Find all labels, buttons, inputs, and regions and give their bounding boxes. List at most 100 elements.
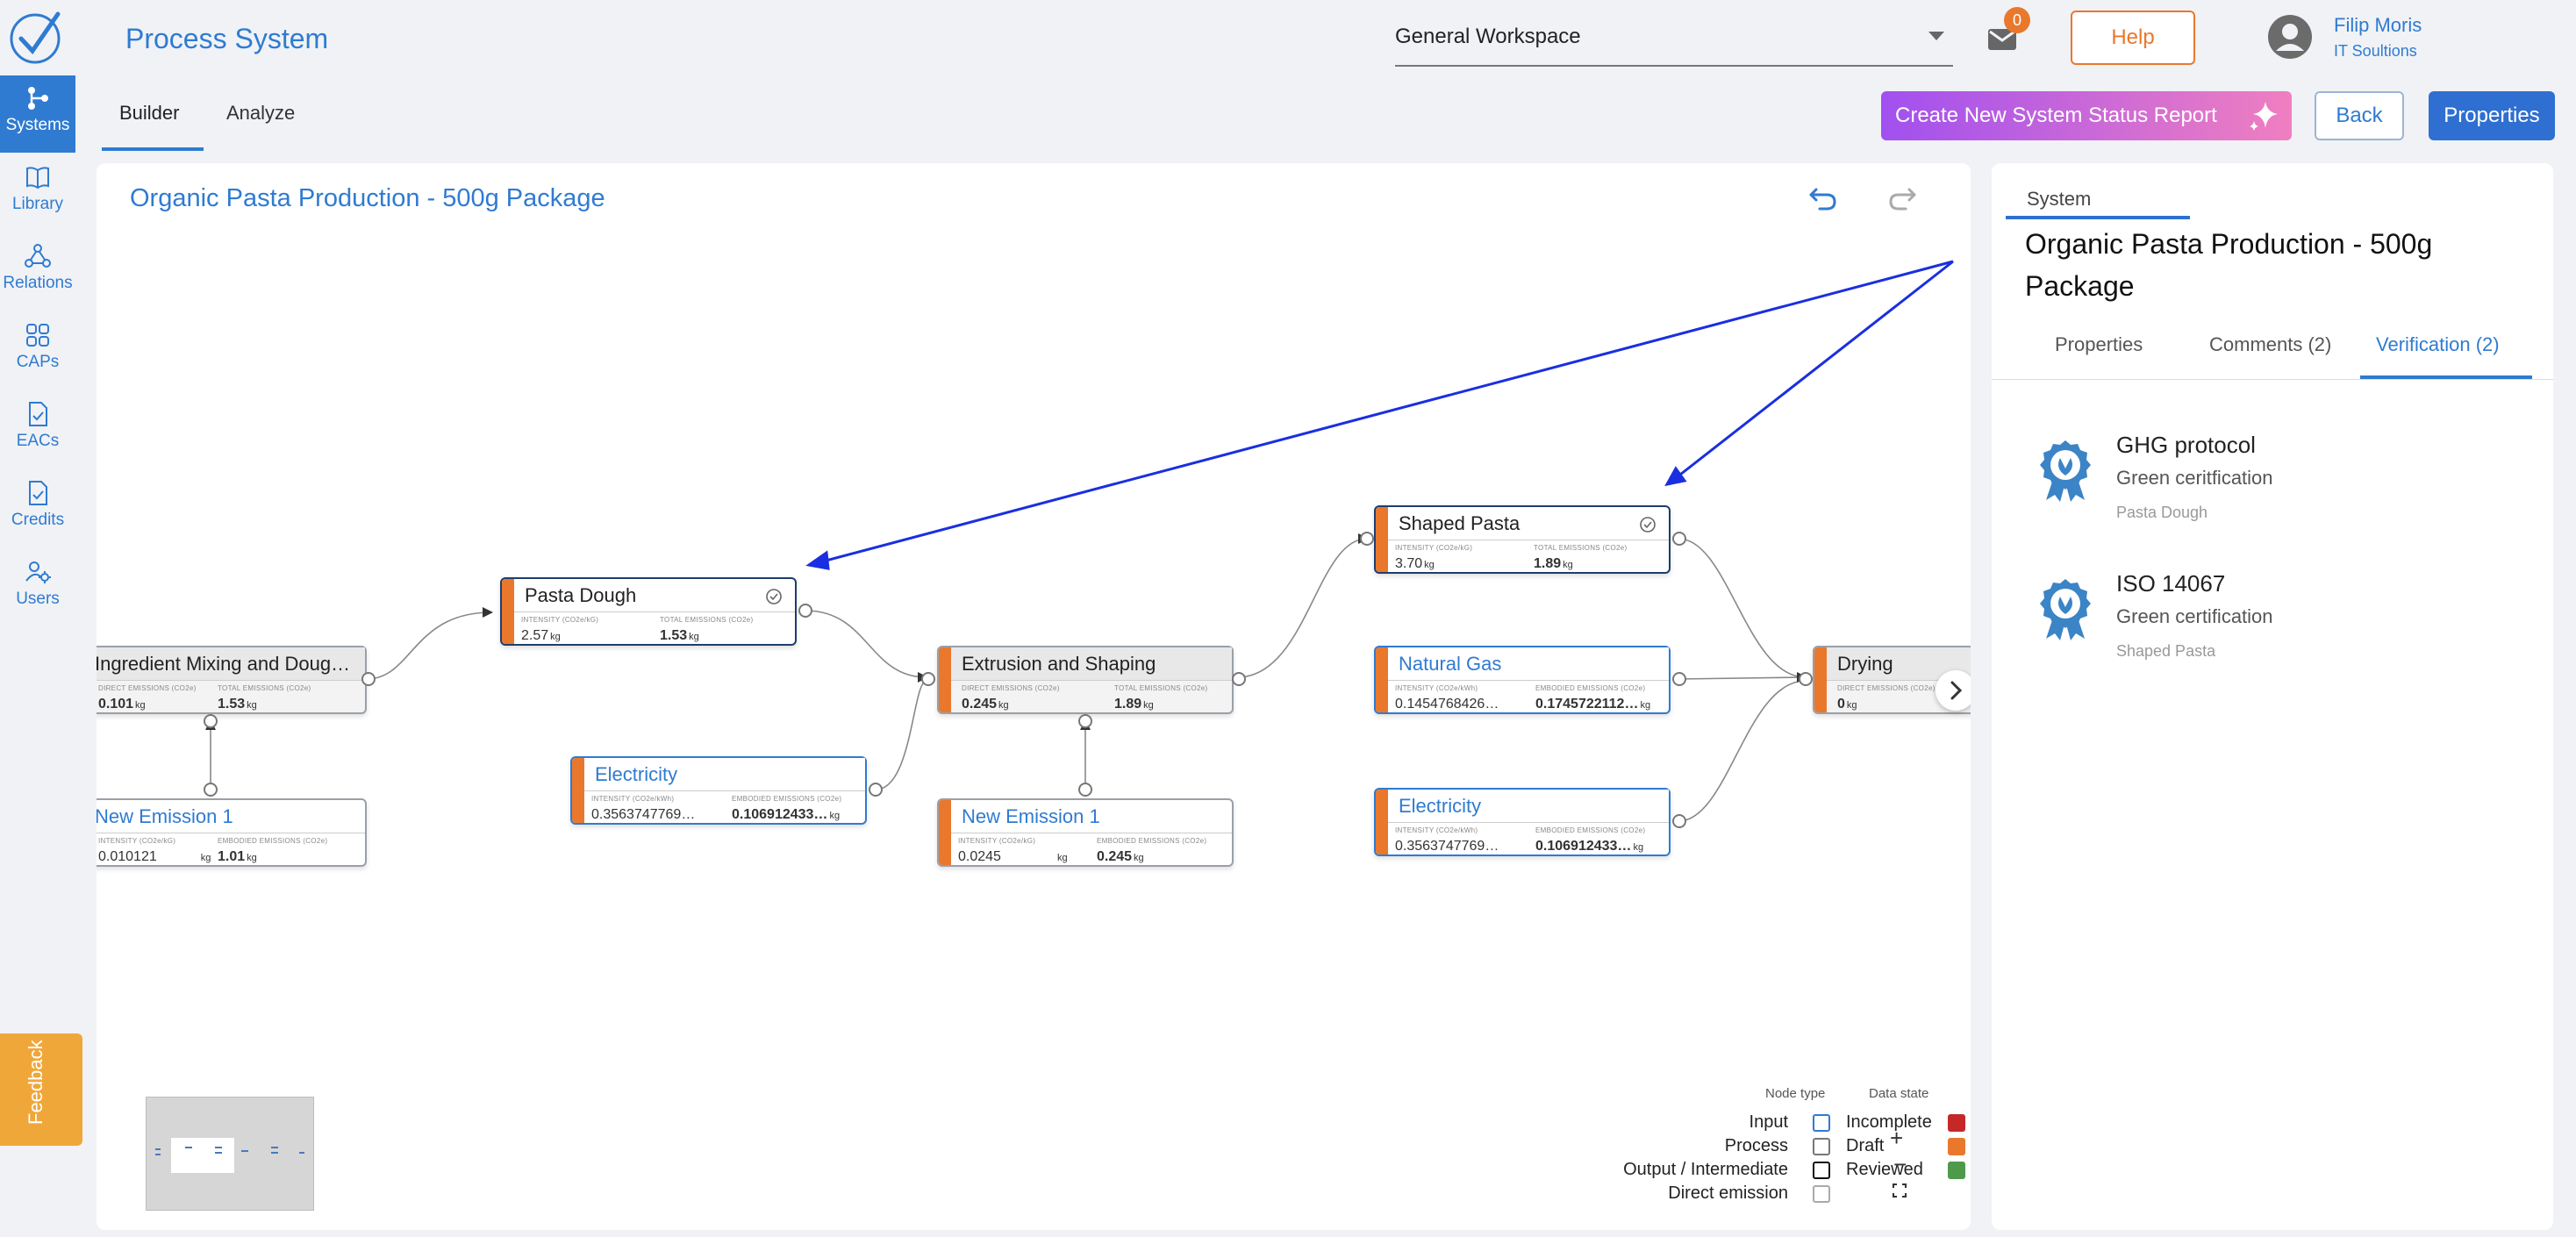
tab-builder[interactable]: Builder	[119, 102, 180, 124]
direct-emission-node[interactable]: New Emission 1 INTENSITY (CO2e/kG) 0.024…	[937, 798, 1234, 867]
certificate-badge-icon	[2040, 579, 2091, 640]
output-port[interactable]	[1232, 672, 1246, 686]
notification-badge: 0	[2004, 7, 2030, 33]
node-metric-value: 0.3563747769…	[591, 807, 696, 822]
certification-item[interactable]: GHG protocol Green ceritfication Pasta D…	[1992, 423, 2553, 546]
node-title: New Emission 1	[97, 800, 365, 833]
output-port[interactable]	[1672, 532, 1686, 546]
user-name[interactable]: Filip Moris	[2334, 14, 2422, 36]
data-state-bar	[1376, 647, 1388, 712]
output-port[interactable]	[204, 783, 218, 797]
node-metric-label: INTENSITY (CO2e/kG)	[521, 616, 599, 624]
sidebar-item-label: Users	[16, 590, 60, 608]
node-title: New Emission 1	[951, 800, 1232, 833]
app-logo[interactable]	[7, 9, 63, 65]
node-metric-label: INTENSITY (CO2e/kG)	[958, 837, 1036, 845]
create-report-button[interactable]: Create New System Status Report	[1881, 91, 2292, 140]
tab-verification[interactable]: Verification (2)	[2376, 333, 2500, 355]
annotation-arrow-1	[815, 260, 1954, 565]
redo-icon[interactable]	[1886, 182, 1918, 214]
book-icon	[26, 167, 49, 189]
certification-node: Shaped Pasta	[2116, 642, 2216, 660]
system-canvas[interactable]: Organic Pasta Production - 500g Package	[97, 163, 1971, 1230]
node-title: Pasta Dough	[514, 579, 795, 612]
node-metric-label: EMBODIED EMISSIONS (CO2e)	[218, 837, 328, 845]
grid-icon	[26, 324, 49, 347]
edge-shaped-dry	[1678, 538, 1807, 678]
tab-analyze[interactable]: Analyze	[226, 102, 296, 124]
process-node-extrusion[interactable]: Extrusion and Shaping DIRECT EMISSIONS (…	[937, 646, 1234, 714]
input-port[interactable]	[1360, 532, 1374, 546]
process-node-mixing[interactable]: Ingredient Mixing and Doug… DIRECT EMISS…	[97, 646, 367, 714]
legend-title: Data state	[1869, 1086, 1929, 1101]
sidebar-item-credits[interactable]: Credits	[0, 470, 75, 547]
input-port[interactable]	[921, 672, 935, 686]
sidebar-item-relations[interactable]: Relations	[0, 233, 75, 311]
output-port[interactable]	[1672, 814, 1686, 828]
zoom-out-button[interactable]: −	[1893, 1151, 1907, 1177]
workspace-select-value: General Workspace	[1395, 25, 1581, 48]
chevron-down-icon	[1928, 32, 1944, 40]
sparkle-icon	[2250, 102, 2278, 131]
data-state-bar	[1814, 647, 1827, 712]
sidebar-item-eacs[interactable]: EACs	[0, 391, 75, 468]
back-button[interactable]: Back	[2315, 91, 2404, 140]
input-node-natural-gas[interactable]: Natural Gas INTENSITY (CO2e/kWh) 0.14547…	[1374, 646, 1671, 714]
sidebar-item-systems[interactable]: Systems	[0, 75, 75, 153]
direct-emission-type-swatch	[1813, 1185, 1830, 1203]
fit-view-icon[interactable]	[1892, 1183, 1907, 1198]
output-port[interactable]	[798, 604, 812, 618]
minimap[interactable]	[146, 1097, 314, 1211]
feedback-button[interactable]: Feedback	[0, 1033, 82, 1146]
details-panel: System Organic Pasta Production - 500g P…	[1992, 163, 2553, 1230]
output-port[interactable]	[361, 672, 376, 686]
undo-icon[interactable]	[1807, 182, 1839, 214]
systems-icon	[28, 87, 48, 110]
certification-item[interactable]: ISO 14067 Green certification Shaped Pas…	[1992, 561, 2553, 684]
certification-node: Pasta Dough	[2116, 504, 2208, 521]
tab-comments[interactable]: Comments (2)	[2209, 333, 2332, 355]
scroll-right-button[interactable]	[1936, 670, 1971, 711]
sidebar-item-caps[interactable]: CAPs	[0, 312, 75, 390]
edge-elec1-ext	[875, 680, 927, 790]
node-title: Ingredient Mixing and Doug…	[97, 647, 365, 681]
legend-type-label: Direct emission	[1668, 1183, 1788, 1203]
node-title: Natural Gas	[1388, 647, 1669, 681]
node-metric-label: TOTAL EMISSIONS (CO2e)	[660, 616, 754, 624]
draft-state-swatch	[1948, 1138, 1965, 1155]
mail-icon[interactable]	[1985, 21, 2020, 56]
certification-name: GHG protocol	[2116, 432, 2256, 458]
sidebar-item-label: Relations	[3, 274, 73, 292]
input-node-electricity[interactable]: Electricity INTENSITY (CO2e/kWh) 0.35637…	[570, 756, 867, 825]
avatar[interactable]	[2267, 14, 2313, 60]
arrowhead	[483, 607, 493, 618]
sidebar-item-users[interactable]: Users	[0, 549, 75, 626]
input-port[interactable]	[204, 714, 218, 728]
properties-button[interactable]: Properties	[2429, 91, 2555, 140]
sidebar-item-library[interactable]: Library	[0, 154, 75, 232]
annotation-arrowhead	[1664, 466, 1687, 487]
output-port[interactable]	[869, 783, 883, 797]
legend-state-label: Incomplete	[1846, 1112, 1932, 1132]
sidebar-item-label: Library	[11, 195, 64, 213]
sidebar-item-label: EACs	[16, 432, 60, 450]
workspace-select[interactable]: General Workspace	[1395, 19, 1953, 67]
tab-properties[interactable]: Properties	[2055, 333, 2143, 355]
input-port[interactable]	[1078, 714, 1092, 728]
input-node-electricity[interactable]: Electricity INTENSITY (CO2e/kWh) 0.35637…	[1374, 788, 1671, 856]
input-port[interactable]	[1799, 672, 1813, 686]
output-port[interactable]	[1078, 783, 1092, 797]
help-button[interactable]: Help	[2071, 11, 2195, 65]
node-metric-label: EMBODIED EMISSIONS (CO2e)	[1535, 684, 1646, 692]
node-title: Electricity	[584, 758, 865, 791]
certificate-badge-icon	[2040, 440, 2091, 502]
output-port[interactable]	[1672, 672, 1686, 686]
direct-emission-node[interactable]: New Emission 1 INTENSITY (CO2e/kG) 0.010…	[97, 798, 367, 867]
sidebar-item-label: CAPs	[16, 353, 60, 371]
zoom-in-button[interactable]: +	[1890, 1125, 1904, 1151]
